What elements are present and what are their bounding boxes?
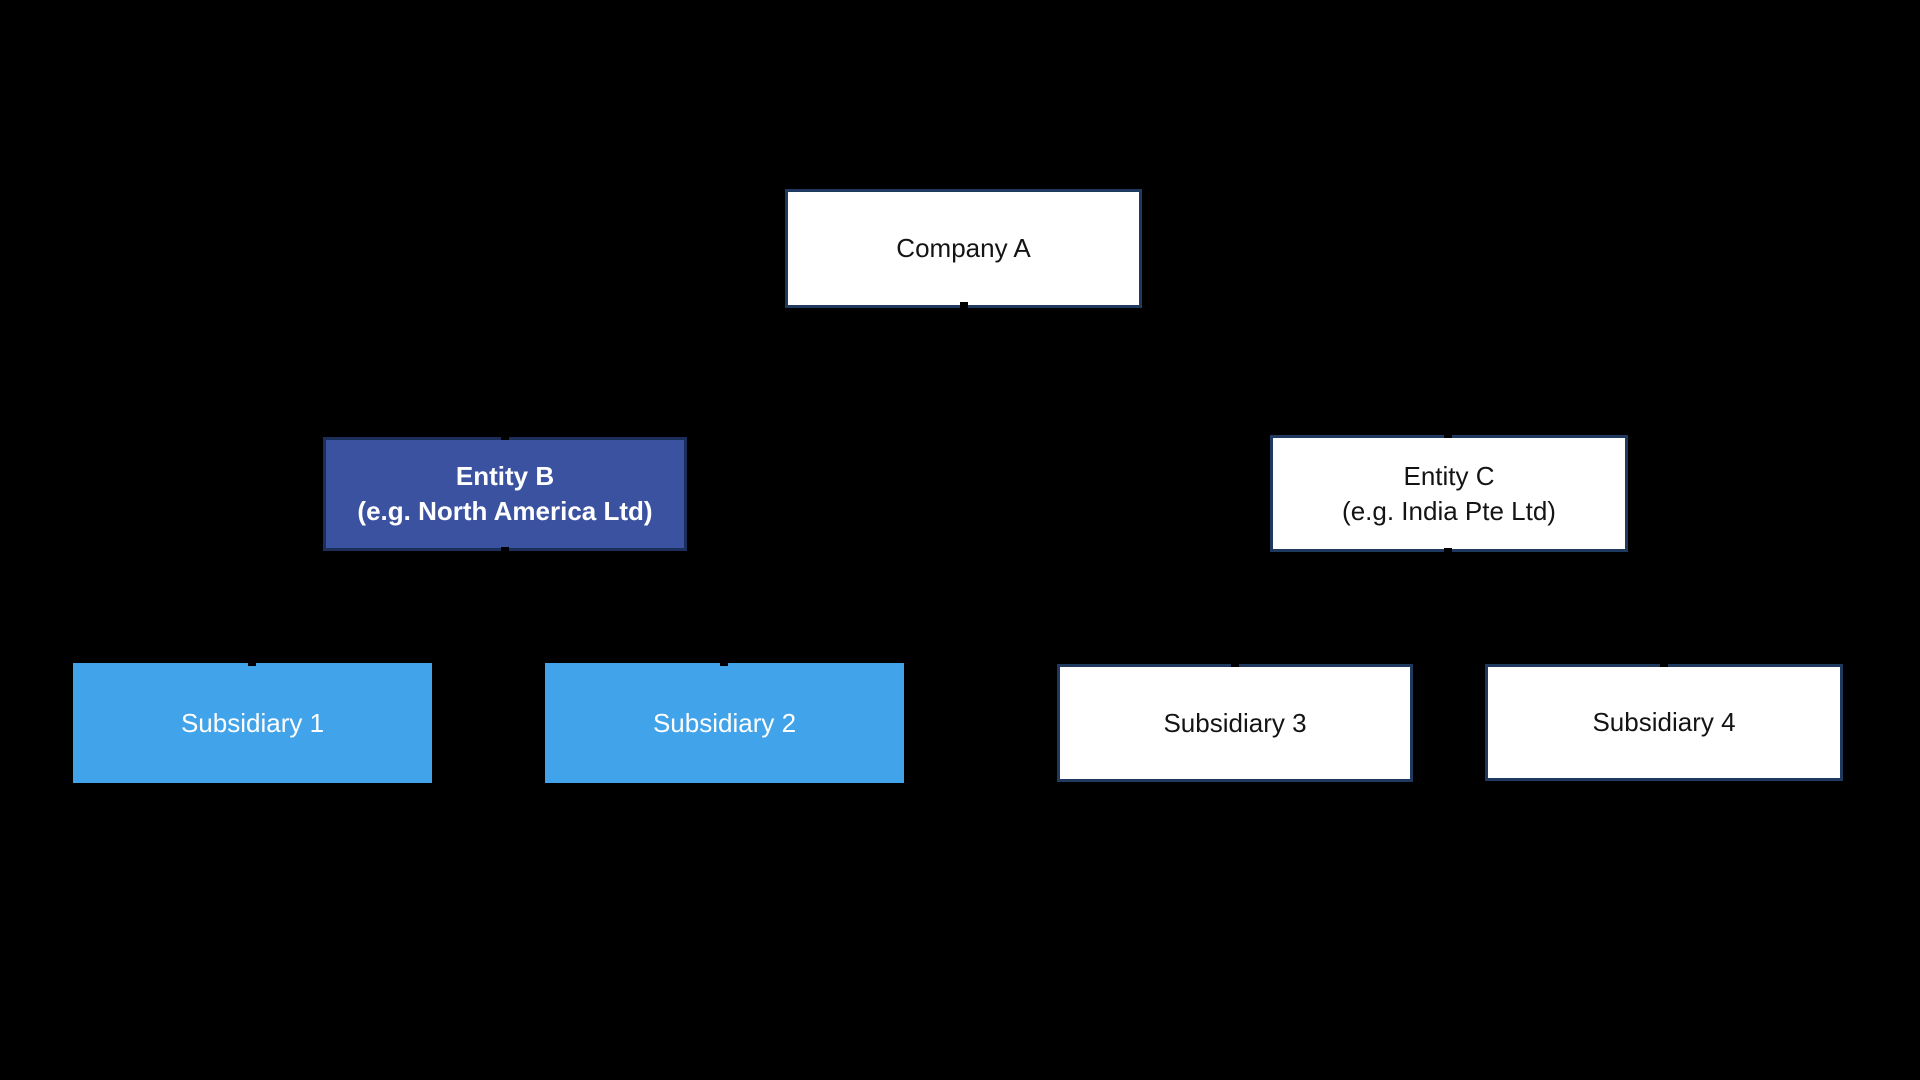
connector-stub [1444,431,1452,438]
node-subsidiary-3: Subsidiary 3 [1057,664,1413,782]
node-entity-c-label: Entity C [1403,460,1495,491]
node-subsidiary-4: Subsidiary 4 [1485,664,1843,781]
node-subsidiary-1-label: Subsidiary 1 [180,707,325,738]
node-subsidiary-4-label: Subsidiary 4 [1592,707,1736,737]
connector-stub [1444,548,1452,555]
edge-entity-b-to-subsidiary-1 [251,551,506,663]
node-subsidiary-1: Subsidiary 1 [73,663,432,783]
connector-stub [1660,660,1668,667]
node-entity-b-sublabel: (e.g. North America Ltd) [357,496,653,526]
node-entity-b: Entity B (e.g. North America Ltd) [323,437,687,551]
edge-company-a-to-entity-c [963,308,1449,435]
node-subsidiary-3-label: Subsidiary 3 [1163,707,1307,738]
node-entity-b-label: Entity B [455,461,555,491]
node-company-a-label: Company A [896,233,1031,263]
edge-entity-c-to-subsidiary-3 [1234,552,1449,664]
connector-stub [501,433,509,440]
connector-stub [501,547,509,554]
node-subsidiary-2-label: Subsidiary 2 [652,707,797,738]
edge-entity-b-to-subsidiary-2 [504,551,725,663]
connector-stub [960,302,968,309]
edge-entity-c-to-subsidiary-4 [1447,552,1665,664]
node-entity-c: Entity C (e.g. India Pte Ltd) [1270,435,1628,552]
connector-stub [720,659,728,666]
node-subsidiary-2: Subsidiary 2 [545,663,904,783]
node-entity-c-sublabel: (e.g. India Pte Ltd) [1342,495,1556,526]
node-company-a: Company A [785,189,1142,308]
connector-stub [248,659,256,666]
edge-company-a-to-entity-b [504,308,965,437]
connector-stub [1231,660,1239,667]
